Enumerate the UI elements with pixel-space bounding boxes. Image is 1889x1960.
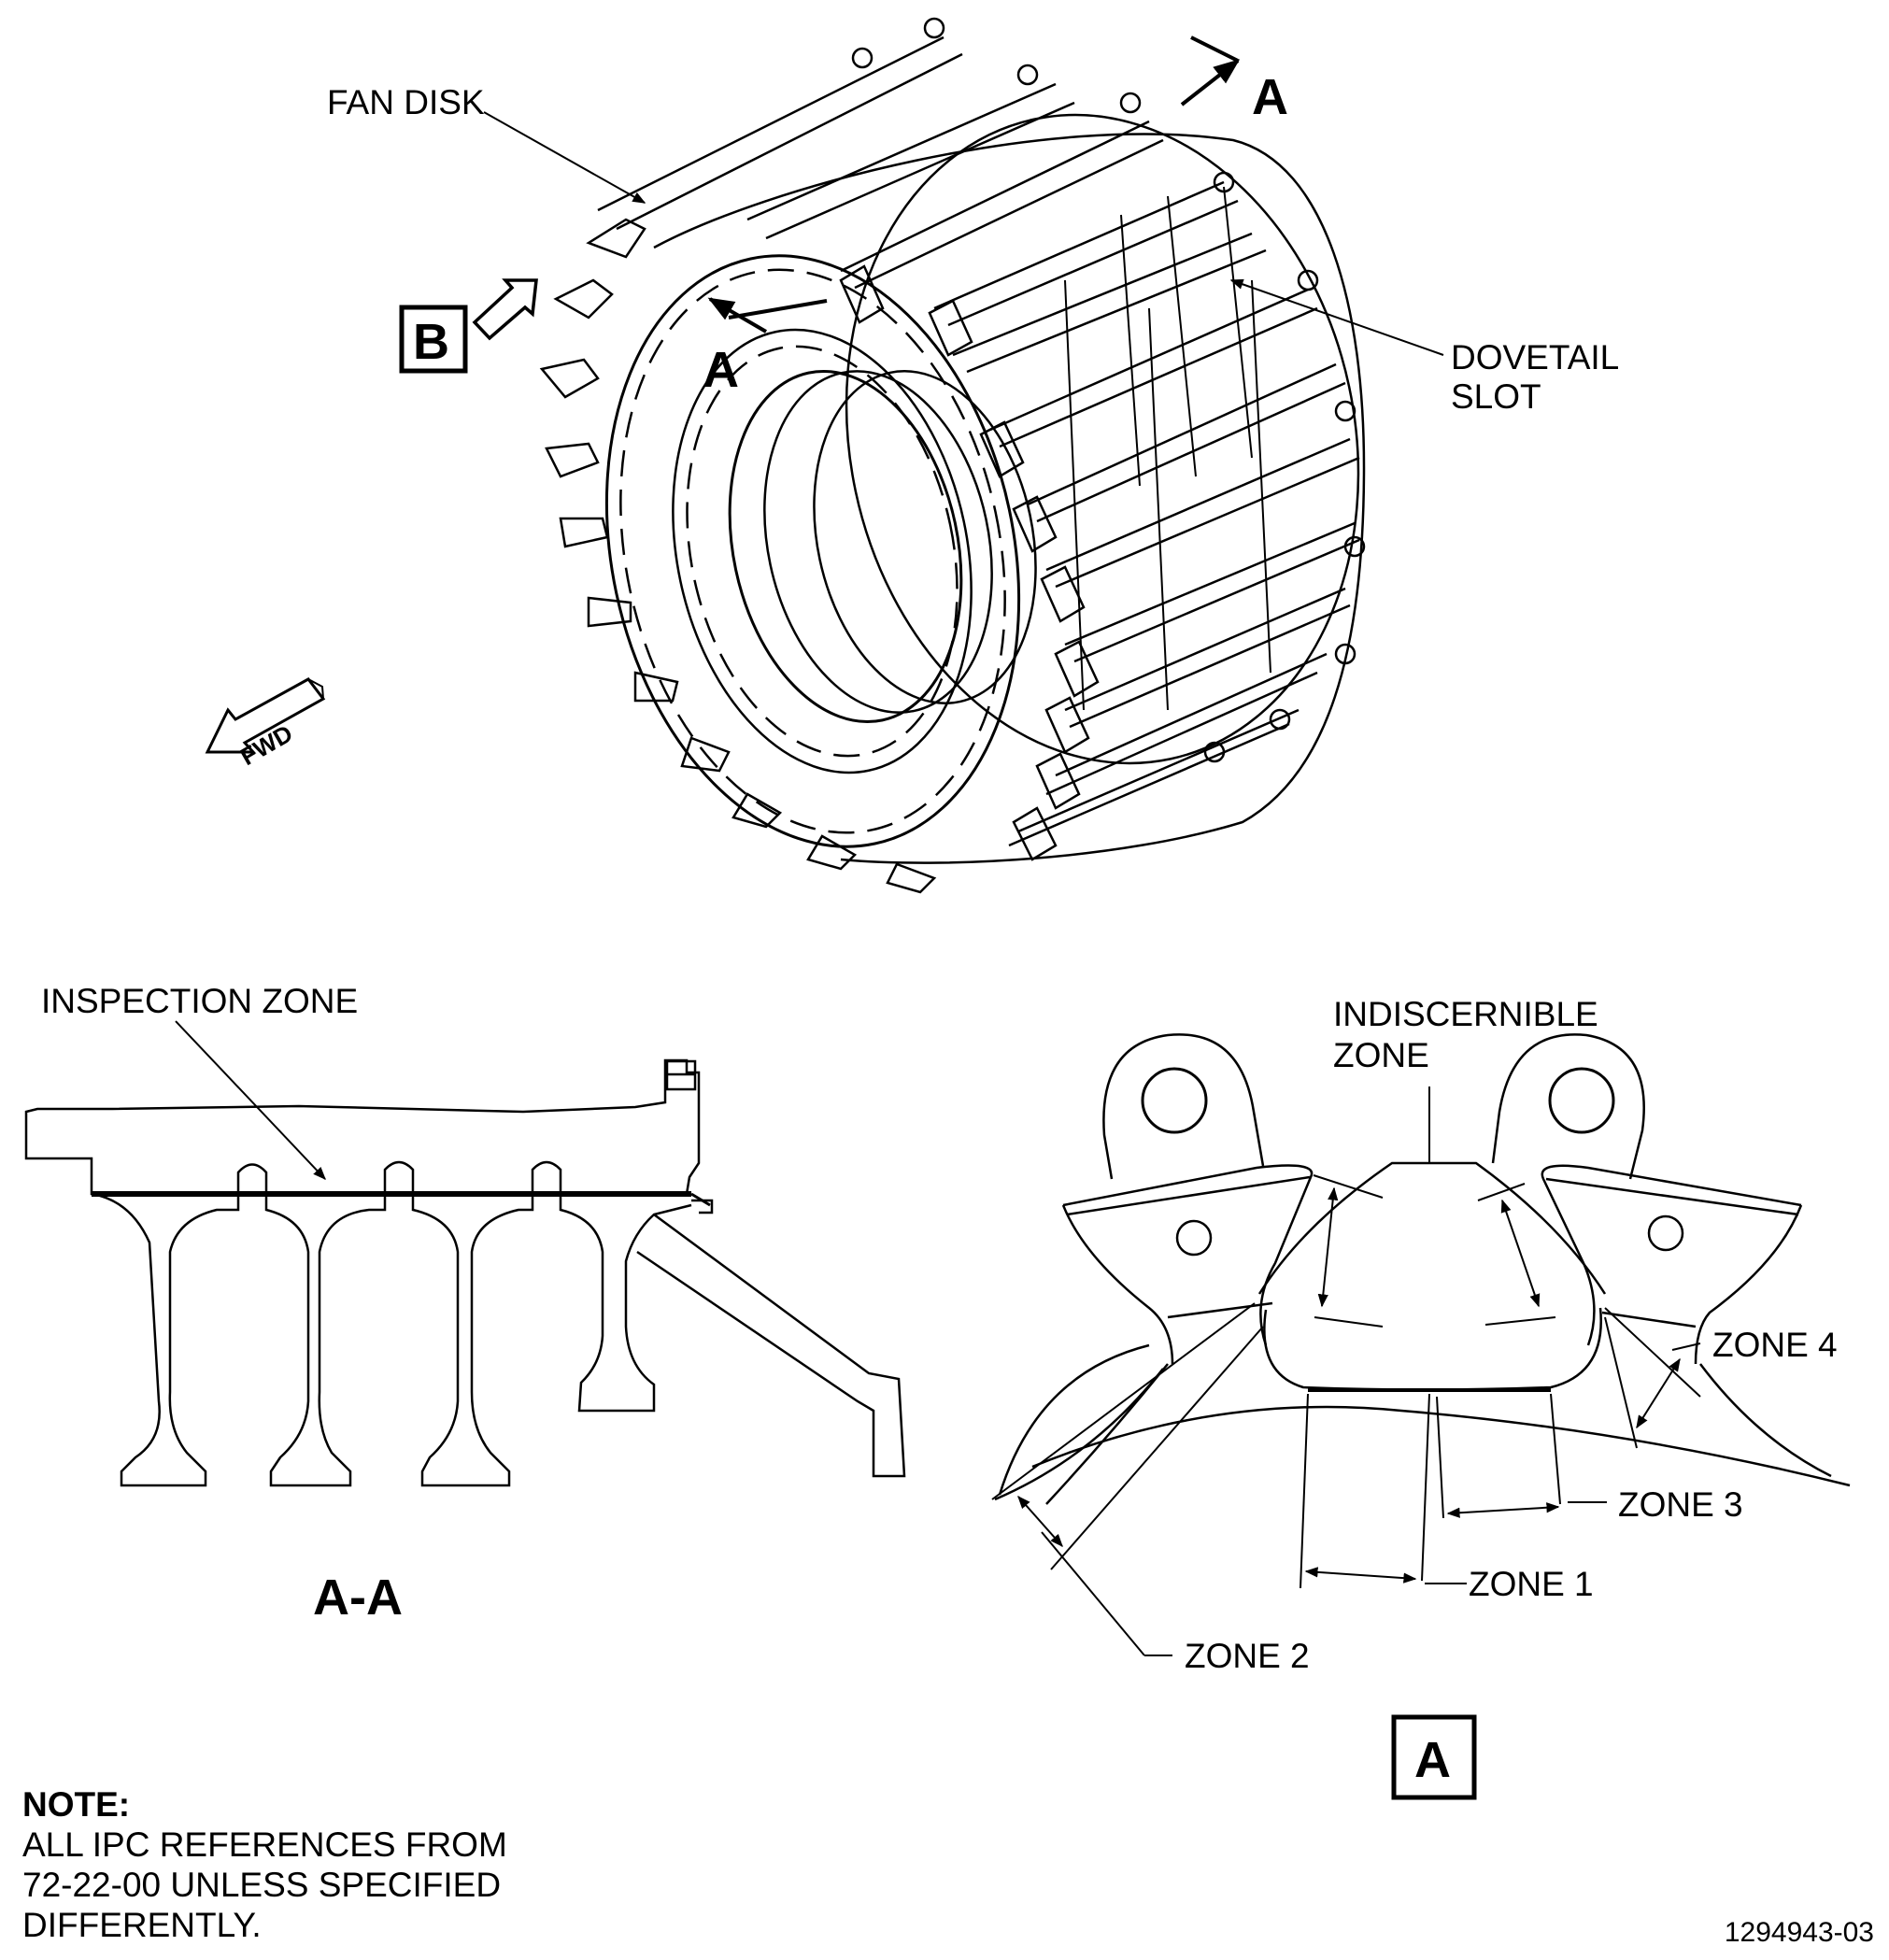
fwd-arrow: FWD — [205, 677, 326, 772]
note-line-1: ALL IPC REFERENCES FROM — [22, 1825, 507, 1864]
detail-a-dimensions — [991, 1087, 1701, 1656]
zone-2-label: ZONE 2 — [1185, 1637, 1310, 1675]
inspection-zone-label: INSPECTION ZONE — [41, 982, 358, 1020]
indiscernible-zone-label-line1: INDISCERNIBLE — [1333, 995, 1598, 1033]
note-line-2: 72-22-00 UNLESS SPECIFIED — [22, 1866, 502, 1904]
document-number: 1294943-03 — [1724, 1917, 1874, 1948]
detail-a-label: A — [1414, 1732, 1451, 1788]
view-b-arrow — [472, 278, 538, 341]
fan-disk-leader — [483, 111, 646, 204]
note-block: NOTE: ALL IPC REFERENCES FROM 72-22-00 U… — [22, 1784, 507, 1945]
view-b-label: B — [413, 314, 449, 370]
dovetail-slot-leader — [1229, 278, 1444, 356]
indiscernible-zone-label-line2: ZONE — [1333, 1036, 1429, 1074]
view-b-callout: B — [399, 278, 538, 374]
fan-disk-drawing — [539, 17, 1366, 894]
fwd-label: FWD — [235, 719, 297, 772]
zone-1-label: ZONE 1 — [1469, 1565, 1594, 1603]
fan-disk-label: FAN DISK — [327, 83, 485, 121]
detail-a-callout: A — [1391, 1714, 1477, 1800]
section-a-top-label: A — [1252, 69, 1288, 125]
detail-a-drawing — [994, 1033, 1851, 1505]
section-a-a-title: A-A — [313, 1569, 403, 1626]
dovetail-slot-label-line2: SLOT — [1451, 377, 1541, 416]
note-line-3: DIFFERENTLY. — [22, 1906, 262, 1944]
section-marker-a — [707, 36, 1241, 334]
section-a-a-drawing — [24, 1058, 906, 1487]
dovetail-slot-label-line1: DOVETAIL — [1451, 338, 1619, 376]
inspection-zone-leader — [175, 1020, 326, 1181]
zone-3-label: ZONE 3 — [1618, 1485, 1743, 1524]
note-heading: NOTE: — [22, 1785, 131, 1824]
section-a-left-label: A — [703, 342, 739, 398]
zone-4-label: ZONE 4 — [1712, 1326, 1838, 1364]
